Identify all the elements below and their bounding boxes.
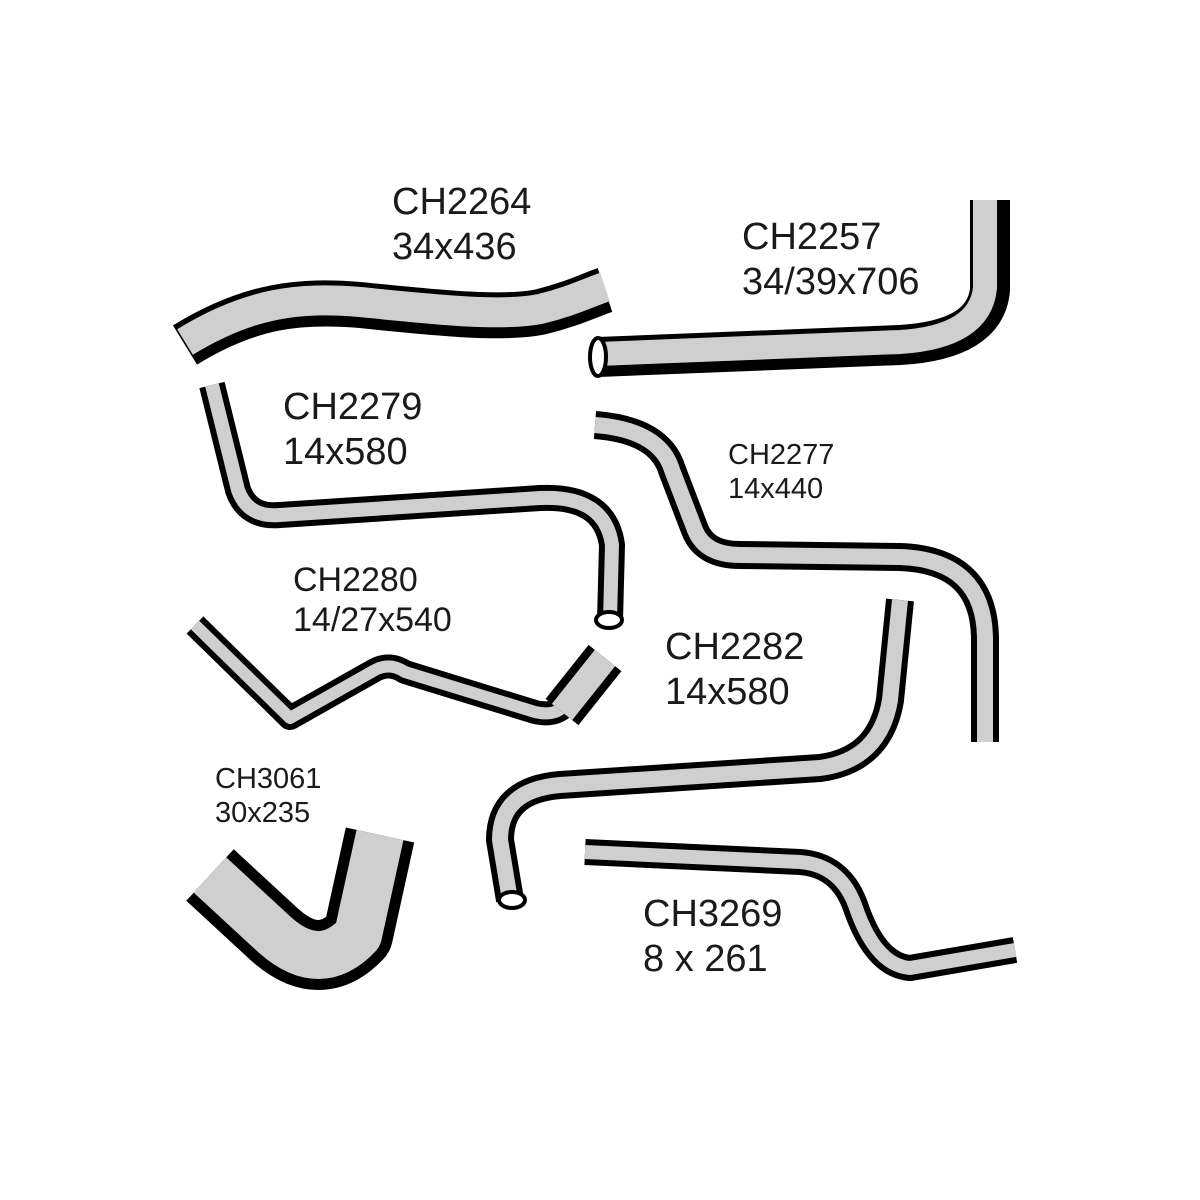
hose-ch3269 <box>584 839 1018 981</box>
hose-label-ch2279: CH2279 14x580 <box>283 385 422 475</box>
hose-size: 30x235 <box>215 797 311 830</box>
hose-ch2257 <box>588 200 1010 378</box>
hose-ch2279 <box>199 381 625 630</box>
hose-end-ch2257 <box>588 336 608 378</box>
hose-label-ch2280: CH2280 14/27x540 <box>293 560 452 640</box>
hose-ch2264 <box>172 268 613 365</box>
hose-size: 14/27x540 <box>293 601 452 640</box>
part-number: CH2277 <box>728 439 835 471</box>
hose-label-ch2264: CH2264 34x436 <box>392 180 531 270</box>
hose-size: 8 x 261 <box>643 937 768 980</box>
part-number: CH2282 <box>665 626 805 668</box>
part-number: CH3061 <box>215 763 322 795</box>
part-number: CH2264 <box>392 181 532 223</box>
part-number: CH2257 <box>742 216 882 258</box>
hose-end-ch2282 <box>497 890 527 910</box>
hose-size: 14x580 <box>283 430 408 473</box>
hose-size: 34/39x706 <box>742 260 920 303</box>
hose-ch2280 <box>186 616 622 730</box>
hose-label-ch3061: CH3061 30x235 <box>215 762 321 830</box>
hose-size: 34x436 <box>392 225 517 268</box>
hose-ch3061 <box>186 827 415 990</box>
hose-end-ch2279 <box>594 610 624 630</box>
hose-label-ch2277: CH2277 14x440 <box>728 438 834 506</box>
hose-ch2282 <box>486 598 914 910</box>
hose-ch2277 <box>593 411 999 742</box>
hose-label-ch3269: CH3269 8 x 261 <box>643 892 782 982</box>
part-number: CH3269 <box>643 893 783 935</box>
part-number: CH2280 <box>293 561 418 599</box>
part-number: CH2279 <box>283 386 423 428</box>
hose-label-ch2257: CH2257 34/39x706 <box>742 215 920 305</box>
hose-size: 14x580 <box>665 670 790 713</box>
hose-size: 14x440 <box>728 473 824 506</box>
hose-label-ch2282: CH2282 14x580 <box>665 625 804 715</box>
